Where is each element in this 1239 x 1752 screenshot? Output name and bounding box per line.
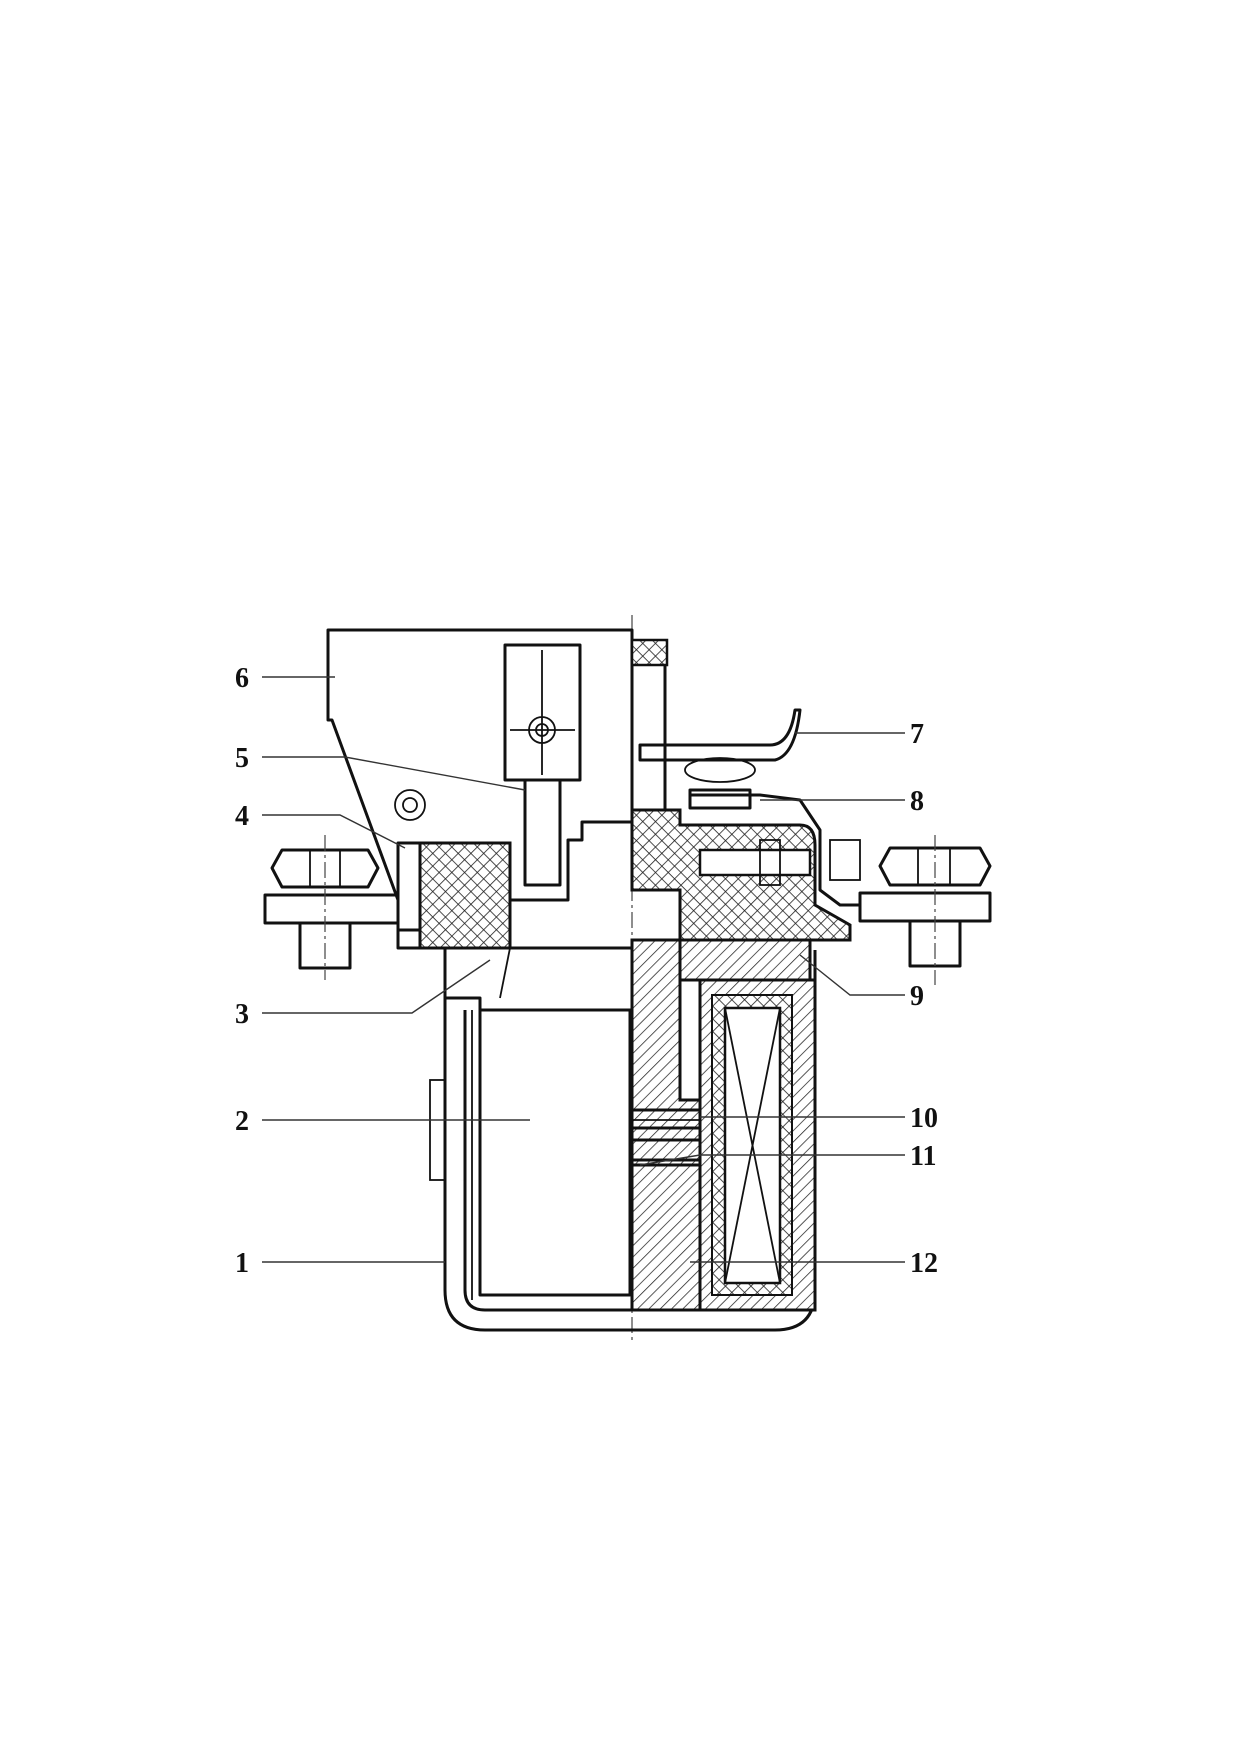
leader-3 [262, 959, 491, 1014]
callout-label-4: 4 [235, 801, 249, 832]
callout-label-11: 11 [910, 1141, 936, 1172]
cover-housing [326, 628, 634, 932]
plunger [478, 1008, 632, 1297]
terminal-strap [690, 793, 860, 907]
leader-4 [262, 814, 406, 849]
movable-contact-stem [523, 778, 562, 887]
contact-spring [638, 708, 802, 762]
left-nut-icon [270, 848, 380, 889]
callout-label-8: 8 [910, 786, 924, 817]
shell-clip [429, 1079, 446, 1181]
callout-label-3: 3 [235, 999, 249, 1030]
callout-label-7: 7 [910, 719, 924, 750]
right-nut-icon [878, 846, 992, 887]
callout-label-5: 5 [235, 743, 249, 774]
callout-label-2: 2 [235, 1106, 249, 1137]
callout-label-10: 10 [910, 1103, 938, 1134]
cover-screw-icon [394, 789, 426, 821]
leader-9 [799, 954, 905, 996]
callout-label-6: 6 [235, 663, 249, 694]
right-terminal-bracket [858, 891, 992, 923]
left-insulator [418, 841, 512, 950]
guide-sleeve [630, 1108, 702, 1130]
base-plate [443, 946, 634, 1012]
armature-plate [678, 938, 812, 982]
cover-right-cap [630, 638, 669, 667]
callout-label-1: 1 [235, 1248, 249, 1279]
core-section [630, 1163, 702, 1312]
leader-5 [262, 756, 526, 791]
leader-11 [639, 1154, 905, 1166]
left-terminal-plate [396, 841, 422, 950]
left-terminal-bracket [263, 893, 400, 925]
callout-label-12: 12 [910, 1248, 938, 1279]
internal-bolt [698, 848, 812, 877]
contact-button [684, 757, 756, 783]
callout-label-9: 9 [910, 981, 924, 1012]
